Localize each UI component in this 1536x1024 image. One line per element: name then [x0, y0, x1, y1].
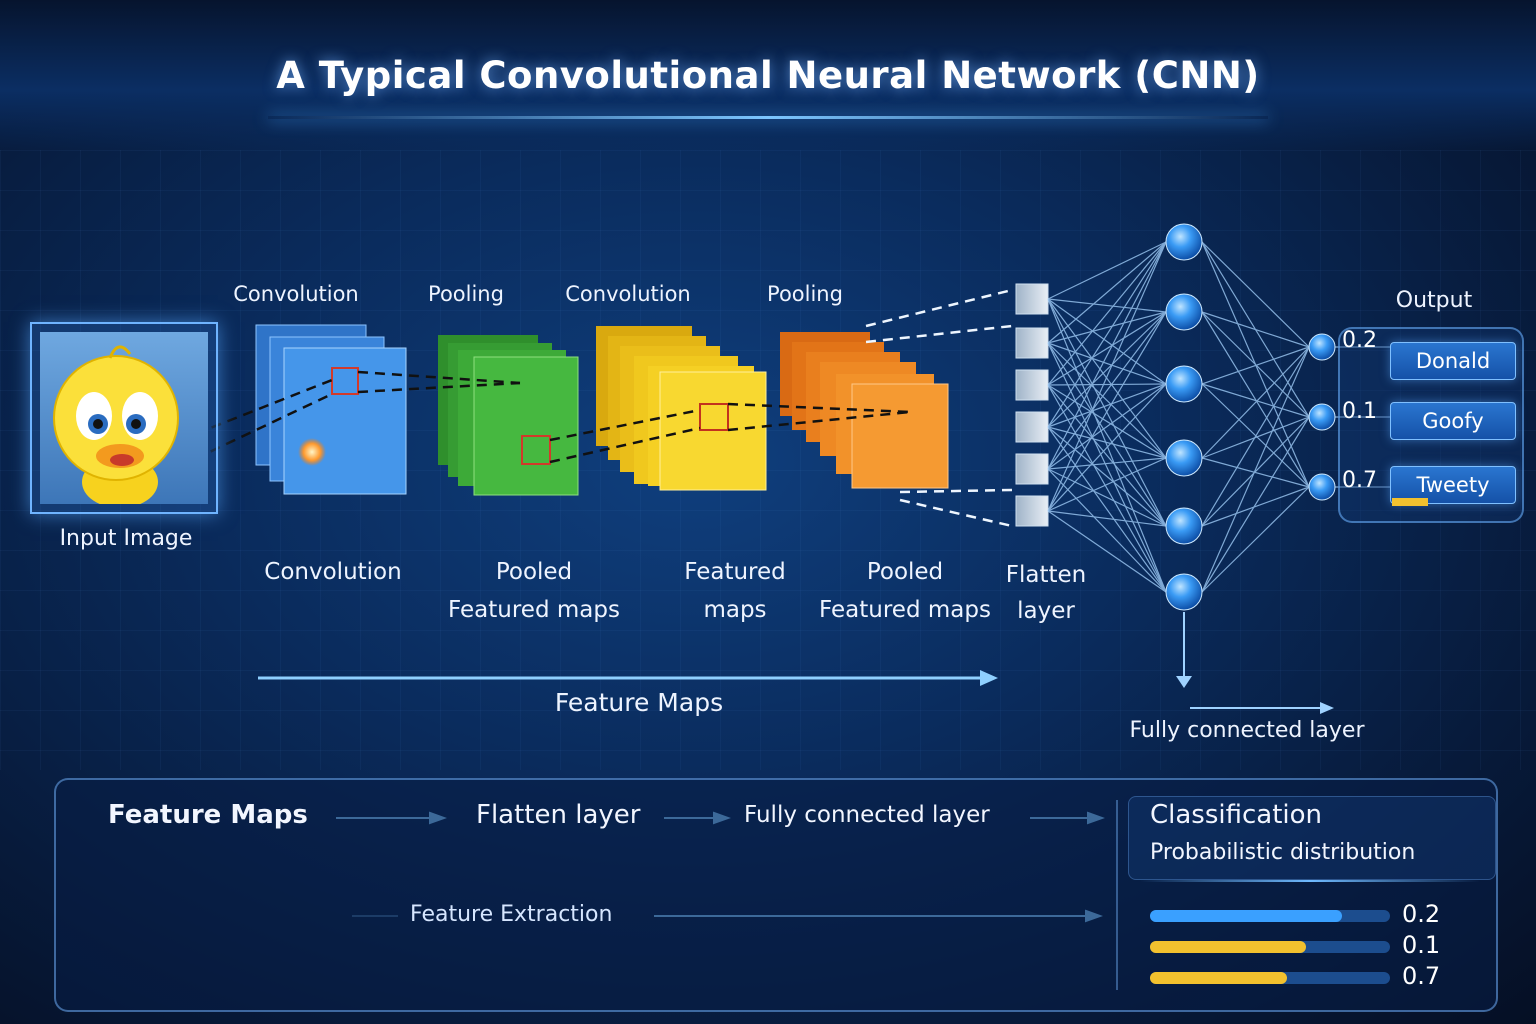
classification-header-box [1128, 796, 1496, 880]
hidden-output-link [1201, 311, 1310, 348]
bottom-label-feat-b: maps [703, 597, 767, 623]
flatten-hidden-link [1047, 383, 1167, 470]
hidden-output-link [1201, 416, 1310, 527]
flatten-hidden-link [1047, 241, 1167, 470]
flatten-hidden-link [1047, 510, 1167, 527]
flatten-hidden-link [1047, 241, 1167, 512]
hidden-output-link [1201, 311, 1310, 488]
conv1-stack [255, 324, 407, 495]
flatten-hidden-link [1047, 384, 1167, 527]
output-value-goofy: 0.1 [1342, 399, 1377, 424]
output-heading: Output [1395, 288, 1473, 313]
hidden-output-link [1201, 346, 1310, 593]
hidden-output-link [1201, 457, 1310, 488]
flatten-column [1015, 283, 1049, 527]
dense-connections [1047, 241, 1390, 593]
bottom-label-flatten-a: Flatten [1005, 562, 1087, 588]
hidden-output-link [1201, 486, 1310, 593]
flatten-hidden-link [1047, 311, 1167, 428]
hidden-output-link [1201, 486, 1310, 527]
output-value-tweety: 0.7 [1342, 468, 1377, 493]
flatten-hidden-link [1047, 298, 1167, 313]
pool1-stack [438, 335, 579, 496]
top-label-pool2: Pooling [767, 282, 843, 306]
prob-bar-2-fill [1150, 941, 1306, 953]
flatten-hidden-link [1047, 298, 1167, 385]
flatten-hidden-link [1047, 426, 1167, 527]
flatten-hidden-link [1047, 457, 1167, 512]
panel-feature-maps: Feature Maps [108, 800, 308, 830]
prob-bar-1 [1150, 910, 1390, 922]
flatten-hidden-link [1047, 298, 1167, 593]
prob-bar-1-fill [1150, 910, 1342, 922]
hidden-output-link [1201, 383, 1310, 418]
bottom-label-pooled2-b: Featured maps [819, 597, 991, 623]
prob-bar-3 [1150, 972, 1390, 984]
flatten-hidden-link [1047, 383, 1167, 512]
prob-bar-3-value: 0.7 [1402, 962, 1441, 990]
input-image-frame [30, 322, 218, 514]
page-title: A Typical Convolutional Neural Network (… [276, 54, 1260, 97]
flatten-connectors [865, 288, 1013, 528]
hidden-neurons [1165, 223, 1203, 611]
hidden-output-link [1201, 416, 1310, 593]
flatten-hidden-link [1047, 311, 1167, 344]
top-label-pool1: Pooling [428, 282, 504, 306]
bottom-label-flatten-b: layer [1017, 598, 1075, 624]
flatten-hidden-link [1047, 510, 1167, 593]
hidden-output-link [1201, 241, 1310, 348]
hidden-output-link [1201, 311, 1310, 418]
top-label-conv1: Convolution [233, 282, 359, 306]
panel-divider [1116, 800, 1118, 990]
output-class-tweety: Tweety [1390, 466, 1516, 504]
tweety-illustration [53, 345, 179, 508]
title-underline [268, 116, 1268, 119]
title-band [0, 0, 1536, 150]
bottom-label-feat-a: Featured [684, 559, 786, 585]
input-image-label: Input Image [59, 526, 193, 551]
panel-flatten: Flatten layer [476, 800, 641, 830]
flatten-hidden-link [1047, 311, 1167, 470]
conv2-stack [596, 326, 767, 491]
conv-connectors [179, 370, 911, 468]
panel-distribution: Probabilistic distribution [1150, 840, 1416, 865]
panel-classification: Classification [1150, 800, 1323, 830]
flatten-hidden-link [1047, 241, 1167, 344]
flatten-hidden-link [1047, 311, 1167, 386]
flatten-hidden-link [1047, 311, 1167, 512]
flatten-hidden-link [1047, 383, 1167, 428]
tweety-highlight-bar [1392, 498, 1428, 506]
flatten-hidden-link [1047, 383, 1167, 386]
panel-fully-connected: Fully connected layer [744, 802, 990, 828]
bottom-label-conv: Convolution [264, 559, 402, 585]
prob-bar-2 [1150, 941, 1390, 953]
fully-connected-label: Fully connected layer [1129, 718, 1365, 743]
flatten-hidden-link [1047, 342, 1167, 385]
bottom-label-pooled1-b: Featured maps [448, 597, 620, 623]
classification-divider [1140, 880, 1480, 882]
flatten-hidden-link [1047, 241, 1167, 428]
hidden-output-link [1201, 346, 1310, 459]
top-label-conv2: Convolution [565, 282, 691, 306]
output-class-goofy: Goofy [1390, 402, 1516, 440]
prob-bar-1-value: 0.2 [1402, 900, 1441, 928]
bottom-label-pooled1-a: Pooled [495, 559, 573, 585]
hidden-output-link [1201, 346, 1310, 527]
panel-feature-extraction: Feature Extraction [410, 902, 613, 927]
bottom-label-pooled2-a: Pooled [866, 559, 944, 585]
flatten-hidden-link [1047, 241, 1167, 300]
input-image [40, 332, 208, 508]
spark-glow [298, 438, 326, 466]
prob-bar-3-fill [1150, 972, 1287, 984]
hidden-output-link [1201, 346, 1310, 385]
flatten-hidden-link [1047, 342, 1167, 459]
prob-bar-2-value: 0.1 [1402, 931, 1441, 959]
output-neurons [1308, 333, 1336, 501]
flatten-hidden-link [1047, 241, 1167, 386]
feature-maps-label: Feature Maps [554, 688, 724, 717]
output-class-donald: Donald [1390, 342, 1516, 380]
output-value-donald: 0.2 [1342, 328, 1377, 353]
